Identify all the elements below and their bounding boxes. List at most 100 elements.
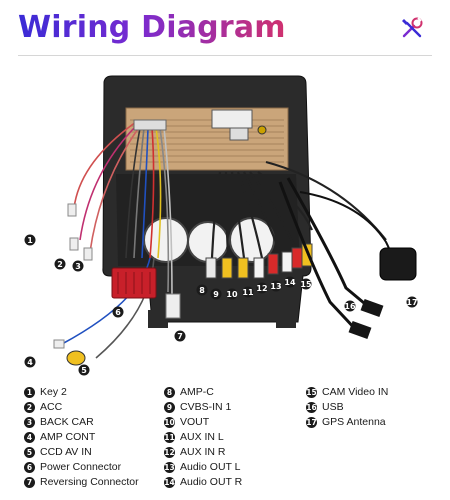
legend-item: 12 AUX IN R (164, 445, 226, 459)
callout-11: 11 (242, 286, 254, 298)
legend-item: 4 AMP CONT (24, 430, 95, 444)
vent-middle (187, 221, 229, 263)
legend-number: 8 (164, 386, 175, 398)
callout-12: 12 (256, 282, 268, 294)
rca-plug-vout (237, 257, 249, 279)
legend-label: Audio OUT R (180, 476, 243, 488)
legend-item: 16 USB (306, 400, 344, 414)
back-car-connector (83, 247, 93, 261)
legend-item: 14 Audio OUT R (164, 475, 242, 489)
callout-14: 14 (284, 276, 296, 288)
gps-cable (299, 191, 395, 267)
legend-label: Key 2 (40, 386, 67, 398)
legend-label: AUX IN R (180, 446, 226, 458)
mount-tab-left (148, 310, 168, 328)
metal-chassis (125, 107, 289, 171)
page-title: Wiring Diagram (18, 10, 286, 45)
callout-8: 8 (196, 284, 208, 296)
callout-4: 4 (24, 356, 36, 368)
header: Wiring Diagram (0, 0, 450, 62)
cam-video-plug (301, 243, 313, 267)
chassis-connector-small (229, 127, 249, 141)
legend-number: 15 (306, 386, 317, 398)
legend-item: 15 CAM Video IN (306, 385, 388, 399)
legend-label: Reversing Connector (40, 476, 139, 488)
callout-5: 5 (78, 364, 90, 376)
reversing-connector (165, 293, 181, 319)
callout-17: 17 (406, 296, 418, 308)
rca-plug-aux-r (267, 253, 279, 275)
harness-wires (61, 121, 173, 359)
legend-number: 6 (24, 461, 35, 473)
svg-text:15: 15 (300, 280, 312, 289)
legend-number: 14 (164, 476, 175, 488)
rca-plug-cvbs-in (221, 257, 233, 279)
gps-antenna (379, 247, 417, 281)
amp-cont-connector (53, 339, 65, 349)
legend-number: 4 (24, 431, 35, 443)
legend-item: 1 Key 2 (24, 385, 67, 399)
usb-plug-2 (360, 298, 384, 318)
svg-text:10: 10 (226, 290, 238, 299)
usb-cable-2 (286, 177, 371, 310)
usb-plug (348, 320, 372, 340)
svg-text:16: 16 (344, 302, 356, 311)
svg-text:6: 6 (115, 308, 121, 317)
legend-label: CCD AV IN (40, 446, 92, 458)
legend-label: CVBS-IN 1 (180, 401, 232, 413)
legend-number: 3 (24, 416, 35, 428)
legend-number: 7 (24, 476, 35, 488)
svg-text:17: 17 (406, 298, 417, 307)
rca-plug-audio-r (291, 247, 303, 269)
callout-3: 3 (72, 260, 84, 272)
legend-number: 17 (306, 416, 317, 428)
callout-1: 1 (24, 234, 36, 246)
svg-text:13: 13 (270, 282, 281, 291)
svg-text:1: 1 (27, 236, 33, 245)
svg-text:7: 7 (177, 332, 183, 341)
key-connector (67, 203, 77, 217)
callout-9: 9 (210, 288, 222, 300)
legend-label: USB (322, 401, 344, 413)
callout-7: 7 (174, 330, 186, 342)
legend-label: GPS Antenna (322, 416, 386, 428)
svg-text:3: 3 (75, 262, 81, 271)
legend-item: 17 GPS Antenna (306, 415, 386, 429)
legend-label: ACC (40, 401, 63, 413)
legend-number: 12 (164, 446, 175, 458)
harness-clip (133, 119, 167, 131)
legend-number: 11 (164, 431, 175, 443)
callout-15: 15 (300, 278, 312, 290)
svg-text:2: 2 (57, 260, 63, 269)
ccd-av-in-plug (66, 350, 86, 366)
legend-number: 1 (24, 386, 35, 398)
legend-label: AUX IN L (180, 431, 224, 443)
acc-connector (69, 237, 79, 251)
legend-label: CAM Video IN (322, 386, 389, 398)
legend-label: Power Connector (40, 461, 122, 473)
legend-number: 2 (24, 401, 35, 413)
chassis-connector-block (211, 109, 253, 129)
legend-item: 7 Reversing Connector (24, 475, 139, 489)
svg-text:14: 14 (284, 278, 296, 287)
legend-item: 11 AUX IN L (164, 430, 224, 444)
tools-icon (402, 17, 423, 38)
callout-6: 6 (112, 306, 124, 318)
svg-text:9: 9 (213, 290, 219, 299)
wiring-diagram: 1 2 3 4 5 6 7 8 9 10 11 12 13 14 15 16 1… (24, 75, 418, 376)
legend-number: 5 (24, 446, 35, 458)
legend-item: 5 CCD AV IN (24, 445, 92, 459)
rca-plug-aux-l (253, 257, 265, 279)
power-connector-ridges (117, 272, 151, 294)
legend-label: AMP CONT (40, 431, 96, 443)
svg-text:4: 4 (27, 358, 33, 367)
callout-16: 16 (344, 300, 356, 312)
rca-plug-amp-c (205, 257, 217, 279)
legend-number: 16 (306, 401, 317, 413)
callout-2: 2 (54, 258, 66, 270)
